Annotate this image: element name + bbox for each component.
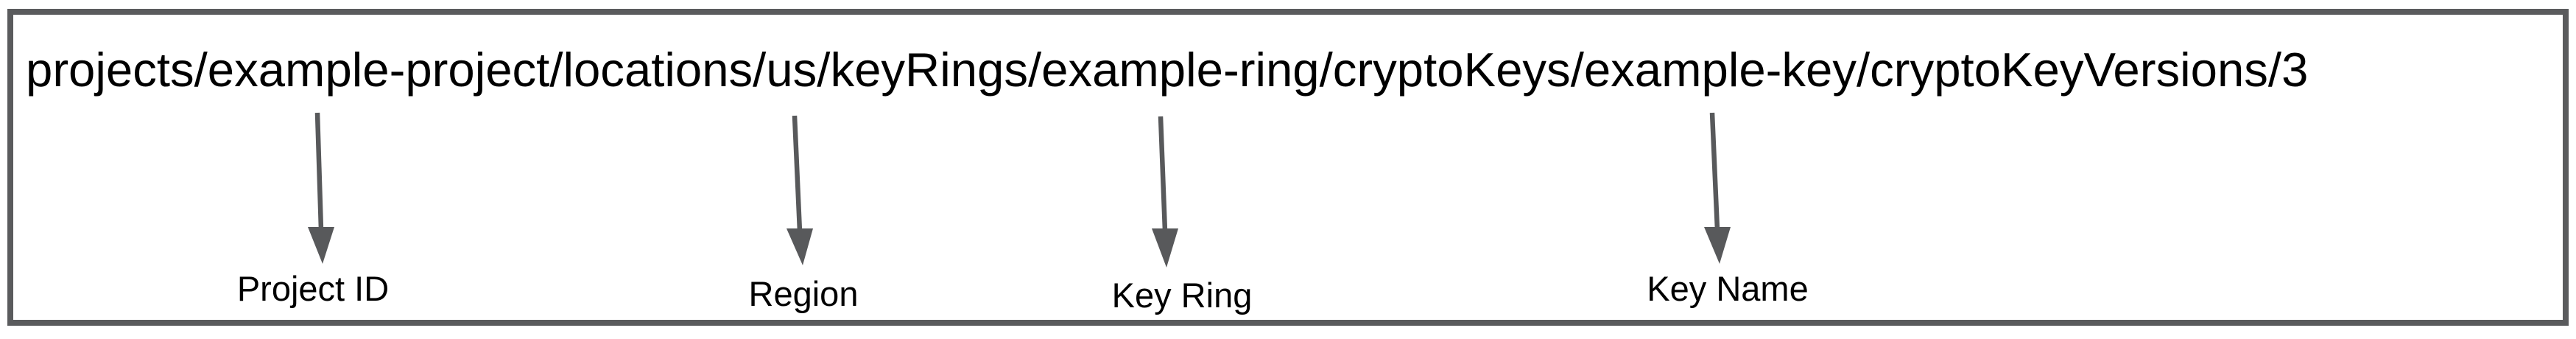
path-segment-locations-prefix: /locations/ (549, 43, 767, 97)
path-segment-projects-prefix: projects/ (26, 43, 208, 97)
annotation-label-region: Region (748, 274, 859, 313)
path-segment-version-suffix: /cryptoKeyVersions/3 (1857, 43, 2309, 97)
resource-path-text-field[interactable]: projects/example-project/locations/us/ke… (26, 46, 2309, 108)
resource-path-box (7, 9, 2569, 326)
annotation-label-key-name: Key Name (1647, 269, 1809, 308)
path-segment-keyrings-prefix: /keyRings/ (817, 43, 1042, 97)
annotation-label-key-ring: Key Ring (1111, 276, 1253, 315)
down-arrow-icon-region (786, 115, 813, 265)
path-segment-key-name: example-key (1583, 43, 1857, 97)
annotation-label-project-id: Project ID (236, 269, 390, 308)
path-segment-key-ring: example-ring (1041, 43, 1320, 97)
path-segment-region: us (766, 43, 817, 97)
path-segment-cryptokeys-prefix: /cryptoKeys/ (1319, 43, 1584, 97)
down-arrow-icon-key-ring (1152, 116, 1178, 268)
down-arrow-icon-key-name (1704, 112, 1731, 264)
path-segment-project-id: example-project (207, 43, 550, 97)
down-arrow-icon-project-id (308, 112, 334, 264)
